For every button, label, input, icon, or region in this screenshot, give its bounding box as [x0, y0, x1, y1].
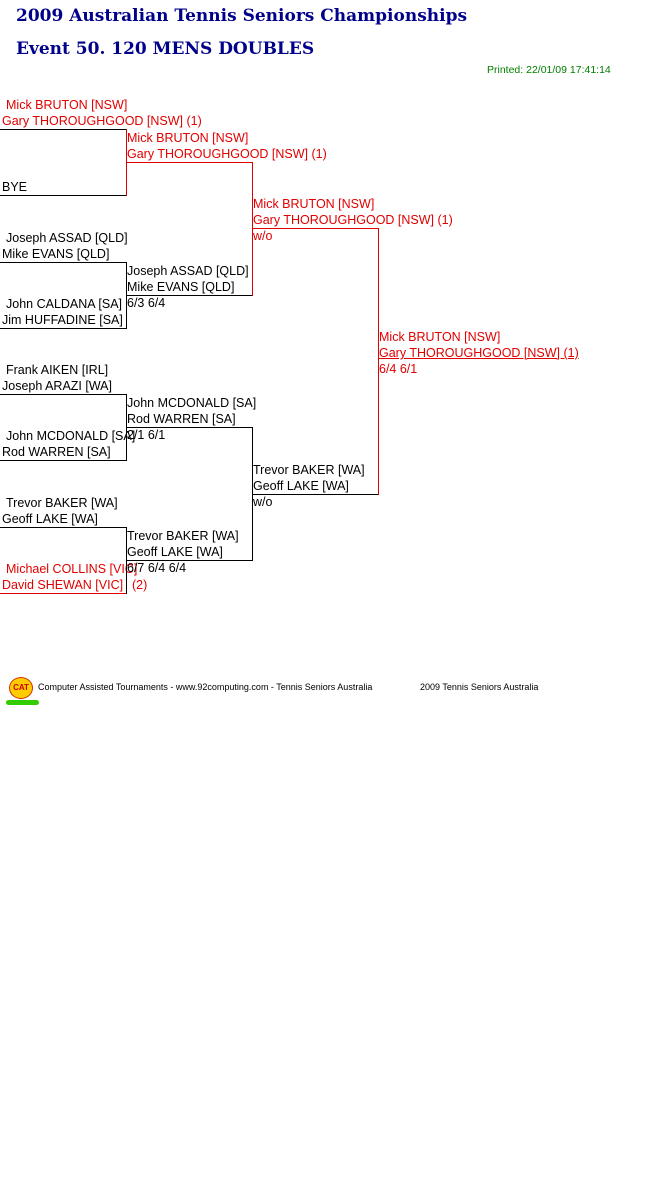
r1-m4-line	[0, 328, 127, 329]
r1-m1-player1: Mick BRUTON [NSW]	[6, 98, 128, 112]
cat-logo-underline	[6, 700, 39, 705]
r1-m6-line	[0, 460, 127, 461]
r1-m5-line	[0, 394, 127, 395]
r1-m1-player2: Gary THOROUGHGOOD [NSW] (1)	[2, 114, 202, 128]
r1-m7-player1: Trevor BAKER [WA]	[6, 496, 118, 510]
r2-m1-player1: Mick BRUTON [NSW]	[127, 131, 249, 145]
r1-m2-player1: BYE	[2, 180, 28, 194]
r1-m2-line	[0, 195, 127, 196]
sf-m2-line	[252, 494, 379, 495]
sf-m1-player1: Mick BRUTON [NSW]	[253, 197, 375, 211]
footer-copyright: 2009 Tennis Seniors Australia	[420, 682, 539, 692]
r1-m5-player1: Frank AIKEN [IRL]	[6, 363, 109, 377]
r1-m3-player2: Mike EVANS [QLD]	[2, 247, 110, 261]
r2-m3-score: 2/1 6/1	[127, 428, 166, 442]
r2-m4-line	[126, 560, 253, 561]
r1-m5-player2: Joseph ARAZI [WA]	[2, 379, 112, 393]
r2-m4-player1: Trevor BAKER [WA]	[127, 529, 239, 543]
r1-m8-seed: (2)	[132, 578, 148, 592]
r1-m8-player1: Michael COLLINS [VIC]	[6, 562, 138, 576]
r1-m1-line-top	[0, 129, 127, 130]
r2-m2-score: 6/3 6/4	[127, 296, 166, 310]
r1-m6-player2: Rod WARREN [SA]	[2, 445, 111, 459]
r1-m6-player1: John MCDONALD [SA]	[6, 429, 136, 443]
r1-m7-player2: Geoff LAKE [WA]	[2, 512, 98, 526]
r2-m4-score: 6/7 6/4 6/4	[127, 561, 187, 575]
footer-credit: Computer Assisted Tournaments - www.92co…	[38, 682, 373, 692]
final-score: 6/4 6/1	[379, 362, 418, 376]
r1-m4-player2: Jim HUFFADINE [SA]	[2, 313, 123, 327]
r2-bracket-1	[252, 162, 253, 296]
r2-m3-player1: John MCDONALD [SA]	[127, 396, 257, 410]
event-title: Event 50. 120 MENS DOUBLES	[16, 39, 315, 59]
r1-m3-line	[0, 262, 127, 263]
r2-m2-player2: Mike EVANS [QLD]	[127, 280, 235, 294]
sf-m1-score: w/o	[253, 229, 273, 243]
cat-logo: CAT	[9, 677, 33, 699]
sf-m2-score: w/o	[253, 495, 273, 509]
r2-m4-player2: Geoff LAKE [WA]	[127, 545, 223, 559]
sf-bracket	[378, 228, 379, 495]
printed-timestamp: Printed: 22/01/09 17:41:14	[487, 64, 611, 76]
sf-m2-player2: Geoff LAKE [WA]	[253, 479, 349, 493]
r1-m4-player1: John CALDANA [SA]	[6, 297, 123, 311]
page-title: 2009 Australian Tennis Seniors Champions…	[16, 6, 468, 26]
sf-m1-player2: Gary THOROUGHGOOD [NSW] (1)	[253, 213, 453, 227]
r2-m3-player2: Rod WARREN [SA]	[127, 412, 236, 426]
r1-m3-player1: Joseph ASSAD [QLD]	[6, 231, 128, 245]
r2-m3-line	[126, 427, 253, 428]
r1-m8-player2: David SHEWAN [VIC]	[2, 578, 124, 592]
sf-m1-line	[252, 228, 379, 229]
sf-m2-player1: Trevor BAKER [WA]	[253, 463, 365, 477]
r1-m7-line	[0, 527, 127, 528]
r2-m2-line	[126, 295, 253, 296]
winner-player2: Gary THOROUGHGOOD [NSW] (1)	[379, 346, 579, 360]
winner-player1: Mick BRUTON [NSW]	[379, 330, 501, 344]
r2-m1-line	[126, 162, 253, 163]
r2-m2-player1: Joseph ASSAD [QLD]	[127, 264, 249, 278]
r1-m8-line	[0, 593, 127, 594]
r2-m1-player2: Gary THOROUGHGOOD [NSW] (1)	[127, 147, 327, 161]
